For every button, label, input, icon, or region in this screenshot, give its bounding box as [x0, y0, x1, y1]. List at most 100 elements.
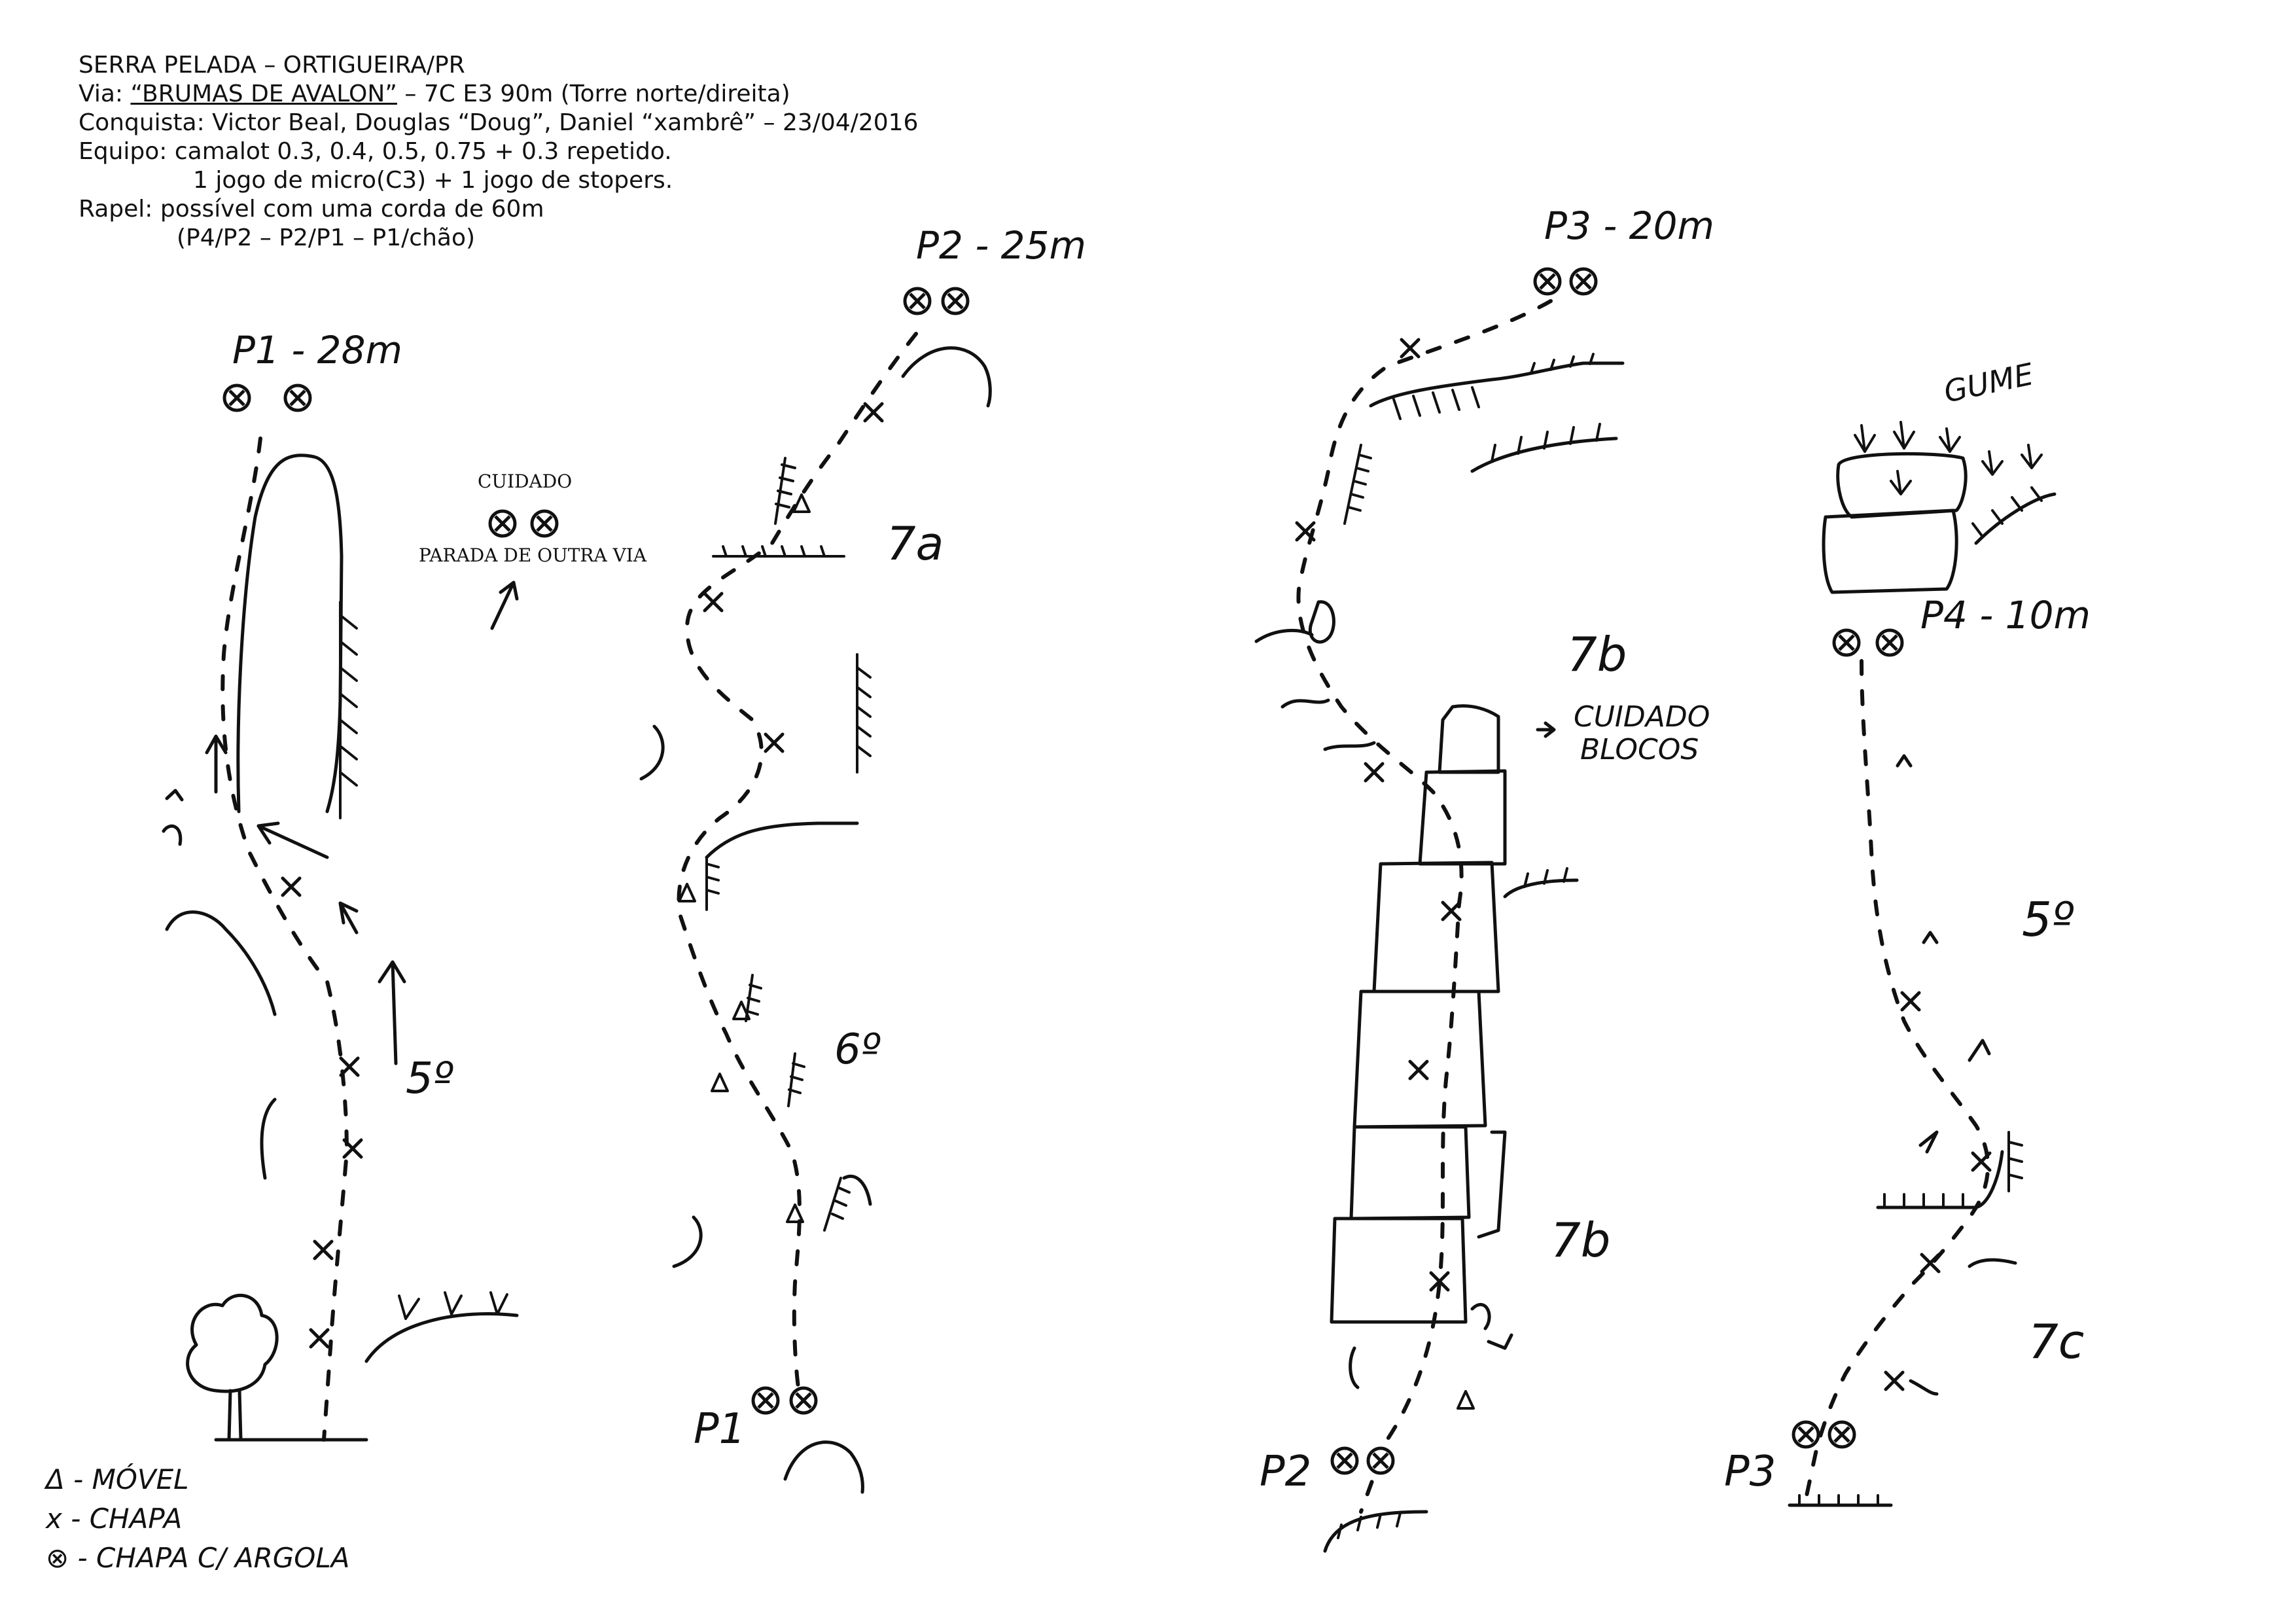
- rock-edge: [783, 1440, 864, 1494]
- crack: [823, 1177, 851, 1232]
- rock-pillar: [236, 454, 344, 813]
- pitch-3-route-line: [1296, 299, 1553, 1514]
- rock-edge: [1922, 931, 1939, 944]
- bolt-icon: [1886, 1372, 1903, 1389]
- pillar-crack: [339, 601, 358, 819]
- bolt-with-ring-icon: [1877, 630, 1902, 655]
- header-line-6: Rapel: possível com uma corda de 60m: [79, 196, 544, 223]
- bolt-icon: [311, 1330, 328, 1347]
- bolt-icon: [1443, 902, 1460, 919]
- arrow-icon: [338, 901, 359, 935]
- pitch-1: P1 - 28m 5º: [162, 328, 519, 1442]
- removable-gear-icon: [711, 1073, 729, 1092]
- block: [1349, 1125, 1471, 1221]
- p3-title: P3 - 20m: [1544, 204, 1714, 248]
- rock-edge: [705, 821, 859, 859]
- bolt-with-ring-icon: [285, 385, 310, 410]
- bolt-with-ring-icon: [490, 511, 515, 536]
- bolt-with-ring-icon: [753, 1388, 778, 1413]
- pitch-4-route-line: [1804, 659, 1990, 1501]
- rock-edge: [1918, 1130, 1939, 1154]
- grade-pitch-3-lower: 7b: [1551, 1213, 1611, 1268]
- bolt-icon: [1922, 1255, 1939, 1272]
- p4-title: P4 - 10m: [1920, 593, 2091, 637]
- rock-edge: [639, 724, 665, 781]
- summit-block: [1822, 508, 1958, 594]
- block: [1372, 861, 1500, 993]
- bolt-icon: [1973, 1153, 1990, 1170]
- p3-anchor-rings: [1535, 269, 1596, 294]
- bolt-icon: [705, 594, 722, 611]
- corner-crack: [856, 653, 872, 774]
- rock-edge: [165, 910, 277, 1016]
- block: [1352, 990, 1487, 1129]
- other-route-belay: CUIDADO PARADA DE OUTRA VIA: [419, 471, 647, 630]
- crack: [787, 1052, 805, 1107]
- roof-hatching: [1392, 353, 1595, 420]
- pitch-2: P2 - 25m 7a 6º P1: [639, 223, 1086, 1494]
- legend: Δ - MÓVEL x - CHAPA ⊗ - CHAPA C/ ARGOLA: [44, 1463, 349, 1574]
- bolt-with-ring-icon: [1535, 269, 1560, 294]
- crack: [745, 974, 762, 1022]
- p2-title: P2 - 25m: [916, 223, 1086, 268]
- bolt-icon: [344, 1140, 361, 1157]
- tree-icon: [186, 1294, 279, 1442]
- bush: [398, 1291, 508, 1320]
- grade-pitch-4-upper: 5º: [2022, 892, 2074, 947]
- ledge-hatching: [1883, 1193, 1964, 1209]
- p3-base-label: P3: [1724, 1448, 1776, 1496]
- rock-edge: [260, 1097, 277, 1180]
- removable-gear-icon: [792, 493, 811, 513]
- header-line-4: Equipo: camalot 0.3, 0.4, 0.5, 0.75 + 0.…: [79, 138, 672, 165]
- arrow-icon: [256, 821, 329, 859]
- bolt-with-ring-icon: [1571, 269, 1596, 294]
- caution-top: CUIDADO: [478, 471, 572, 492]
- rock-edge: [1323, 741, 1376, 751]
- arrow-icon: [378, 960, 406, 1065]
- bolt-with-ring-icon: [1368, 1448, 1393, 1473]
- pitch-2-route-line: [677, 332, 918, 1389]
- rock-edge: [165, 789, 184, 802]
- pitch-3: P3 - 20m CUIDADO: [1254, 204, 1714, 1553]
- grade-pitch-1: 5º: [406, 1053, 453, 1103]
- legend-bolt-with-ring: ⊗ - CHAPA C/ ARGOLA: [46, 1542, 349, 1574]
- crack: [2007, 1131, 2023, 1192]
- bolt-icon: [766, 734, 783, 751]
- rock-edge: [842, 1175, 872, 1206]
- rock-edge: [162, 824, 183, 846]
- header-line-2: Via: “BRUMAS DE AVALON” – 7C E3 90m (Tor…: [79, 80, 790, 109]
- removable-gear-icon: [786, 1204, 804, 1223]
- rock-edge: [1968, 1039, 1991, 1062]
- blocks-caution-2: BLOCOS: [1580, 733, 1699, 766]
- grade-pitch-3-upper: 7b: [1567, 627, 1627, 682]
- p2-base-rings: [1332, 1448, 1393, 1473]
- legend-bolt: x - CHAPA: [44, 1503, 182, 1535]
- p1-base-rings: [753, 1388, 816, 1413]
- rock-edge: [672, 1215, 703, 1268]
- crack: [774, 457, 796, 525]
- small-block: [1308, 600, 1335, 644]
- roof-edge: [1369, 361, 1625, 408]
- arrow-icon: [205, 734, 228, 794]
- grade-pitch-2-upper: 7a: [887, 517, 944, 571]
- arrow-icon: [1536, 721, 1556, 738]
- header-line-3: Conquista: Victor Beal, Douglas “Doug”, …: [79, 109, 919, 136]
- rock-edge: [1503, 878, 1579, 899]
- crack: [1343, 444, 1372, 525]
- bolt-icon: [1366, 764, 1383, 781]
- bolt-with-ring-icon: [791, 1388, 816, 1413]
- rock-edge: [1280, 698, 1330, 709]
- bolt-with-ring-icon: [1332, 1448, 1357, 1473]
- caution-bottom: PARADA DE OUTRA VIA: [419, 544, 647, 566]
- p1-anchor-rings: [224, 385, 310, 410]
- removable-gear-icon: [1457, 1390, 1475, 1410]
- bolt-icon: [283, 878, 300, 895]
- rock-edge: [901, 346, 992, 408]
- header-line-5: 1 jogo de micro(C3) + 1 jogo de stopers.: [193, 167, 673, 194]
- rock-hatching: [1491, 423, 1601, 463]
- bolt-with-ring-icon: [1829, 1422, 1854, 1447]
- bolt-icon: [865, 404, 882, 421]
- via-prefix: Via:: [79, 80, 131, 107]
- block: [1418, 769, 1507, 866]
- bolt-with-ring-icon: [1793, 1422, 1818, 1447]
